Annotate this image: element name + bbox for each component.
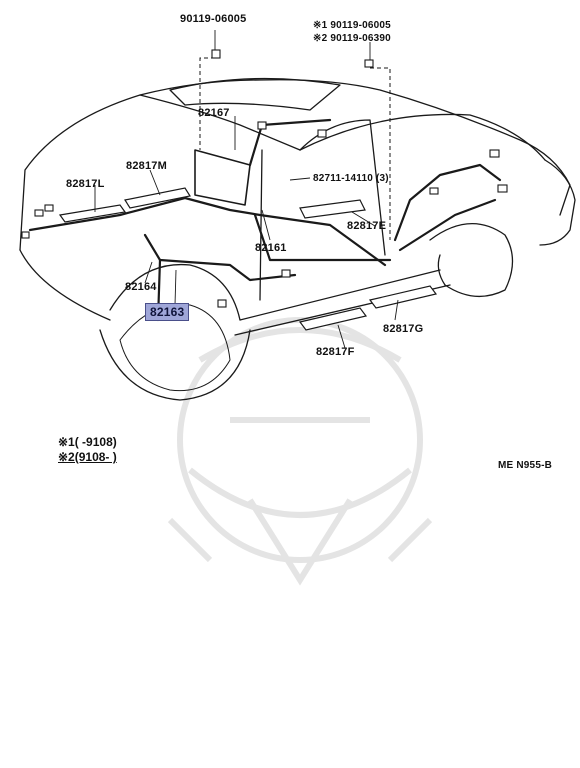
part-label-82164: 82164 (125, 281, 157, 293)
part-label-90119-06390: ※2 90119-06390 (313, 33, 391, 44)
part-label-82817G: 82817G (383, 323, 424, 335)
part-label-82167: 82167 (198, 107, 230, 119)
part-label-82817F: 82817F (316, 346, 355, 358)
note-2: ※2(9108- ) (58, 450, 117, 464)
figure-code: ME N955-B (498, 460, 553, 471)
part-label-82161: 82161 (255, 242, 287, 254)
part-label-82817E: 82817E (347, 220, 387, 232)
part-label-82817M: 82817M (126, 160, 167, 172)
part-label-82817L: 82817L (66, 178, 105, 190)
part-label-90119-06005: 90119-06005 (180, 13, 247, 25)
part-label-90119-06005-alt: ※1 90119-06005 (313, 20, 391, 31)
part-label-82711-14110: 82711-14110 (3) (313, 173, 389, 184)
note-1: ※1( -9108) (58, 435, 117, 449)
part-label-82163-highlighted[interactable]: 82163 (145, 303, 190, 321)
